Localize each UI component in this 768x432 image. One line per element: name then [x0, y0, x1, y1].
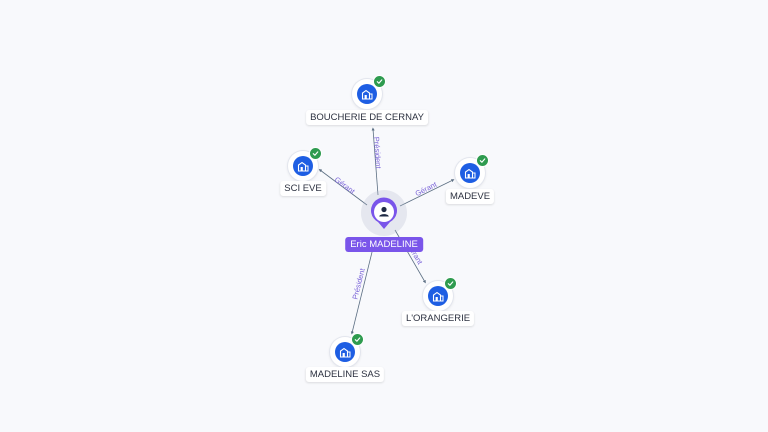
person-label-eric-madeline[interactable]: Eric MADELINE [345, 237, 423, 252]
company-building-icon [464, 168, 476, 179]
company-label-boucherie-de-cernay[interactable]: BOUCHERIE DE CERNAY [306, 110, 428, 125]
verified-check-icon [476, 154, 489, 167]
edge-sci-eve [318, 169, 368, 206]
edge-label-boucherie-de-cernay: Président [372, 137, 383, 170]
verified-check-icon [444, 277, 457, 290]
company-node-lorangerie[interactable] [423, 277, 457, 311]
company-node-sci-eve[interactable] [288, 147, 322, 181]
person-node-eric-madeline[interactable] [367, 196, 401, 230]
company-label-madeline-sas[interactable]: MADELINE SAS [305, 367, 385, 382]
edge-label-madeve: Gérant [414, 179, 439, 198]
edge-boucherie-de-cernay [371, 127, 379, 196]
company-node-boucherie-de-cernay[interactable] [352, 75, 386, 109]
company-node-madeline-sas[interactable] [330, 333, 364, 367]
company-node-madeve[interactable] [455, 154, 489, 188]
company-label-lorangerie[interactable]: L'ORANGERIE [401, 311, 475, 326]
edge-madeve [399, 179, 455, 207]
company-building-icon [297, 161, 309, 172]
edge-label-sci-eve: Gérant [333, 175, 357, 197]
company-building-icon [432, 291, 444, 302]
company-building-icon [339, 347, 351, 358]
company-label-madeve[interactable]: MADEVE [445, 189, 495, 204]
verified-check-icon [373, 75, 386, 88]
company-label-sci-eve[interactable]: SCI EVE [280, 181, 326, 196]
verified-check-icon [309, 147, 322, 160]
edge-madeline-sas [350, 239, 376, 335]
verified-check-icon [351, 333, 364, 346]
company-building-icon [361, 89, 373, 100]
person-icon [379, 206, 389, 217]
